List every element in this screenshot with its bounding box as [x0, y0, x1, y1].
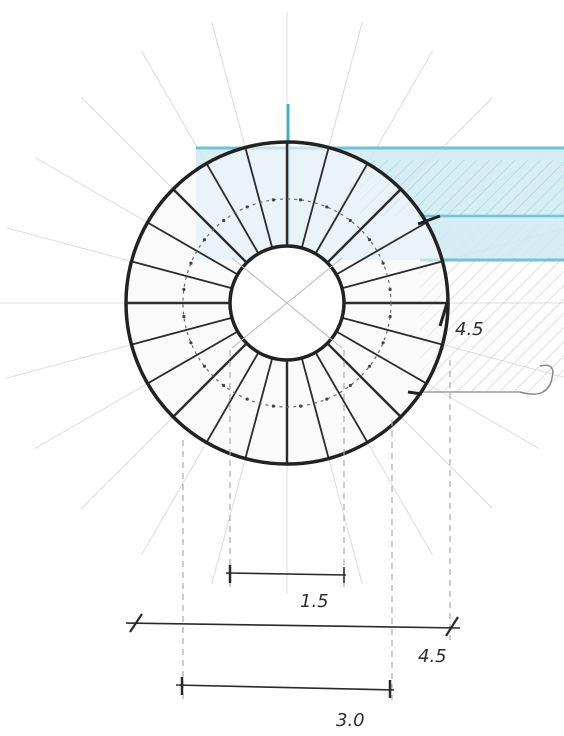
walk-line-mark [298, 404, 303, 408]
construction-ray [211, 458, 246, 585]
walk-line-mark [348, 218, 352, 223]
tread-line [244, 147, 274, 249]
walk-line-mark [222, 383, 226, 388]
construction-ray [5, 344, 132, 379]
walk-line-mark [245, 205, 249, 209]
tread-line [172, 188, 248, 264]
walk-line-mark [271, 198, 276, 202]
tread-line [131, 260, 233, 290]
walk-line-mark [222, 218, 226, 223]
tread-line [314, 351, 369, 443]
tread-line [172, 342, 248, 418]
construction-ray [328, 21, 363, 148]
tread-line [205, 351, 260, 443]
stair-treads [126, 142, 448, 464]
tread-ticks [182, 198, 392, 408]
walk-line-mark [381, 341, 385, 345]
walk-line-mark [202, 238, 207, 242]
construction-ray [426, 383, 540, 449]
construction-ray [80, 416, 174, 510]
tread-line [205, 163, 260, 255]
tread-line [131, 316, 233, 346]
construction-ray [400, 416, 494, 510]
walk-line-mark [348, 383, 352, 388]
projection-lines [182, 350, 451, 700]
walk-line-mark [189, 261, 193, 265]
walk-line-mark [325, 205, 329, 209]
walk-line-mark [182, 287, 186, 292]
construction-ray [34, 157, 148, 223]
construction-ray [141, 442, 207, 556]
walk-line-mark [381, 261, 385, 265]
construction-ray [141, 50, 207, 164]
stair-disc [124, 140, 450, 466]
dimension-outer-diameter: 4.5 [125, 613, 461, 667]
tread-line [314, 163, 369, 255]
walk-line-mark [271, 404, 276, 408]
walk-line-mark [325, 397, 329, 401]
walk-line [182, 198, 392, 408]
tread-line [244, 357, 274, 459]
tread-line [335, 330, 427, 385]
construction-ray [5, 227, 132, 262]
walk-line-mark [298, 198, 303, 202]
walk-line-mark [245, 397, 249, 401]
tread-line [326, 188, 402, 264]
landing-hatch [420, 220, 564, 395]
dimension-overall-width: 3.0 [175, 677, 395, 731]
construction-ray [34, 383, 148, 449]
dimension-inner-diameter: 1.5 [225, 565, 347, 612]
tread-line [300, 357, 330, 459]
landing-width-label: 4.5 [455, 319, 484, 340]
construction-ray [328, 458, 363, 585]
construction-ray [211, 21, 246, 148]
walk-line-mark [189, 341, 193, 345]
tread-line [326, 342, 402, 418]
inner-diameter-label: 1.5 [300, 591, 329, 612]
walk-line-mark [182, 314, 186, 319]
landing-edges [407, 214, 450, 396]
construction-ray [80, 96, 174, 190]
tread-line [341, 316, 443, 346]
walk-line-mark [388, 314, 392, 319]
walk-line-mark [388, 287, 392, 292]
walk-line-mark [202, 364, 207, 368]
overall-width-label: 3.0 [336, 710, 365, 731]
walk-line-mark [367, 238, 372, 242]
dimension-landing: 4.5 [455, 319, 484, 340]
tread-line [341, 260, 443, 290]
construction-ray [367, 442, 433, 556]
tread-line [147, 221, 239, 276]
construction-ray [367, 50, 433, 164]
tread-line [300, 147, 330, 249]
tread-line [147, 330, 239, 385]
walk-line-mark [367, 364, 372, 368]
outer-diameter-label: 4.5 [418, 646, 447, 667]
tread-line [335, 221, 427, 276]
